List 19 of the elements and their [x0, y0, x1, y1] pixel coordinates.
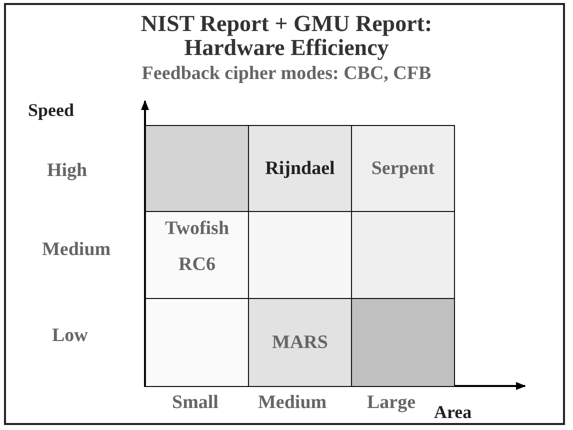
axis-label: Medium	[42, 239, 111, 261]
cipher-name: MARS	[272, 332, 328, 354]
axis-title: Area	[434, 402, 472, 423]
axis-label: Low	[52, 325, 88, 347]
subtitle: Feedback cipher modes: CBC, CFB	[140, 63, 432, 85]
cipher-name: Serpent	[371, 158, 435, 180]
matrix-cell	[248, 125, 352, 212]
cipher-name: Rijndael	[265, 158, 335, 180]
axis-label: Medium	[258, 392, 327, 414]
matrix-cell	[351, 125, 455, 212]
axis-label: Small	[172, 392, 218, 414]
cipher-name: RC6	[178, 254, 216, 276]
slide-title: NIST Report + GMU Report: Hardware Efficiency	[140, 12, 434, 60]
axis-label: High	[47, 160, 88, 182]
cipher-name: Twofish	[164, 218, 230, 240]
matrix-cell	[145, 211, 249, 299]
matrix-cell	[248, 298, 352, 387]
axis-title: Speed	[28, 100, 74, 121]
axis-label: Large	[367, 392, 416, 414]
